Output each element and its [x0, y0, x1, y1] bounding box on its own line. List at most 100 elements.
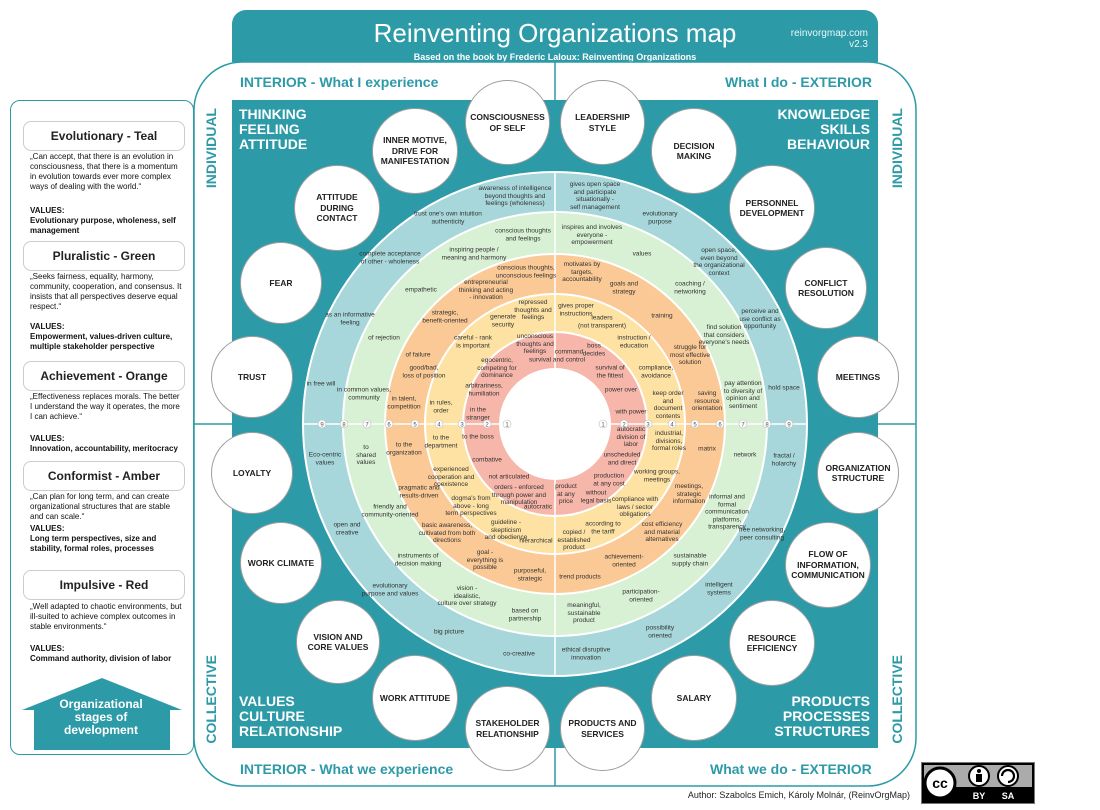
ring-text: repressed thoughts and feelings	[514, 298, 552, 321]
stage-red-values: VALUES:Command authority, division of la…	[30, 644, 172, 663]
stage-amber[interactable]: Conformist - Amber	[23, 461, 185, 491]
ring-text: inspires and involves everyone - empower…	[561, 223, 623, 246]
axis-dot	[457, 419, 467, 429]
ring-text: product at any price	[555, 482, 577, 505]
circle-work-attitude[interactable]: WORK ATTITUDE	[372, 655, 458, 741]
stage-green-values: VALUES:Empowerment, values-driven cultur…	[30, 322, 173, 351]
ring-text: fractal / holarchy	[771, 452, 797, 468]
ring-text: co-creative	[503, 650, 535, 658]
circle-vision-and-core-values[interactable]: VISION AND CORE VALUES	[296, 600, 380, 684]
ring-text: cost efficiency and material alternative…	[641, 520, 683, 543]
page-subtitle: Based on the book by Frederic Laloux: Re…	[413, 52, 697, 62]
header-top-left: INTERIOR - What I experience	[240, 74, 439, 90]
circle-stakeholder-relationship[interactable]: STAKEHOLDER RELATIONSHIP	[465, 686, 550, 771]
ring-text: basic awareness, cultivated from both di…	[418, 521, 476, 544]
axis-dot-label: 5	[693, 423, 697, 429]
ring-text: training	[651, 312, 673, 320]
site-link[interactable]: reinvorgmap.com	[790, 28, 868, 39]
ring-text: egocentric, competing for dominance	[477, 356, 517, 379]
circle-flow-of-information[interactable]: FLOW OF INFORMATION, COMMUNICATION	[785, 522, 871, 608]
circle-consciousness-of-self[interactable]: CONSCIOUSNESS OF SELF	[465, 80, 550, 165]
axis-dot-label: 8	[342, 423, 346, 429]
axis-dot-label: 2	[485, 423, 489, 429]
circle-personnel-development[interactable]: PERSONNEL DEVELOPMENT	[729, 165, 815, 251]
ring-text: in talent, competition	[387, 395, 421, 411]
stage-teal-values: VALUES:Evolutionary purpose, wholeness, …	[30, 206, 176, 235]
stage-orange-desc: „Effectiveness replaces morals. The bett…	[30, 392, 180, 421]
ring-text: industrial, divisions, formal roles	[652, 429, 686, 452]
ring-text: network	[733, 451, 757, 459]
circle-meetings[interactable]: MEETINGS	[817, 336, 899, 418]
stage-orange[interactable]: Achievement - Orange	[23, 361, 185, 391]
ring-text: autocratic division of labor	[616, 425, 646, 448]
ring-text: hold space	[768, 384, 800, 392]
circle-work-climate[interactable]: WORK CLIMATE	[240, 522, 322, 604]
axis-dot-label: 1	[505, 423, 509, 429]
stage-red[interactable]: Impulsive - Red	[23, 570, 185, 600]
ring-text: hierarchical	[519, 537, 553, 545]
ring-text: instruments of decision making	[394, 552, 442, 568]
axis-dot-label: 7	[741, 423, 745, 429]
circle-attitude-during-contact[interactable]: ATTITUDE DURING CONTACT	[294, 165, 380, 251]
ring-text: working groups, meetings	[634, 468, 680, 484]
ring-text: according to the tariff	[585, 520, 621, 536]
ring-text: complete acceptance of other - wholeness	[359, 250, 421, 266]
ring-text: copied / established product	[557, 528, 591, 551]
ring-text: gives open space and participate situati…	[569, 181, 621, 211]
stage-teal[interactable]: Evolutionary - Teal	[23, 121, 185, 151]
ring-text: entrepreneurial thinking and acting - in…	[458, 278, 514, 301]
circle-resource-efficiency[interactable]: RESOURCE EFFICIENCY	[729, 600, 815, 686]
circle-leadership-style[interactable]: LEADERSHIP STYLE	[560, 80, 645, 165]
ring-text: in common values, community	[336, 386, 392, 402]
circle-loyalty[interactable]: LOYALTY	[211, 432, 293, 514]
license-badge[interactable]: cc BY SA	[921, 762, 1035, 804]
axis-dot-label: 3	[646, 423, 650, 429]
ring-text: experienced cooperation and coexistence	[427, 465, 475, 488]
ring-text: perceive and use conflict as opportunity	[739, 307, 781, 330]
axis-dot	[317, 419, 327, 429]
ring-text: leaders (not transparent)	[577, 314, 627, 330]
legend-panel	[10, 100, 194, 755]
axis-dot	[667, 419, 677, 429]
ring-text: to shared values	[356, 443, 376, 466]
ring-text: values	[632, 250, 652, 258]
ring-text: orders - enforced through power and mani…	[491, 483, 547, 506]
ring-text: dogma's from above - long term perspecti…	[445, 494, 497, 517]
version-label: v2.3	[849, 39, 868, 50]
ring-text: saving resource orientation	[691, 389, 723, 412]
ring-text: guideline - skepticism and obedience	[484, 518, 528, 541]
stage-green[interactable]: Pluralistic - Green	[23, 241, 185, 271]
ring-text: ethical disruptive innovation	[561, 646, 611, 662]
ring-text: production at any cost	[593, 472, 625, 488]
site-url[interactable]: reinvorgmap.com v2.3	[791, 28, 868, 50]
circle-fear[interactable]: FEAR	[240, 242, 322, 324]
ring-text: sustainable supply chain	[671, 552, 709, 568]
ring-text: autocratic	[523, 503, 553, 511]
circle-conflict-resolution[interactable]: CONFLICT RESOLUTION	[785, 247, 867, 329]
ring-text: instruction / education	[617, 334, 651, 350]
circle-decision-making[interactable]: DECISION MAKING	[651, 108, 737, 194]
ring-text: arbitrariness, humiliation	[465, 382, 503, 398]
ring-text: with power	[615, 408, 647, 416]
ring-text: careful - rank is important	[454, 334, 492, 350]
ring-text: good/bad, loss of position	[402, 364, 446, 380]
ring-text: power over	[604, 386, 638, 394]
circle-organization-structure[interactable]: ORGANIZATION STRUCTURE	[817, 432, 899, 514]
circle-salary[interactable]: SALARY	[651, 655, 737, 741]
ring-text: trust one's own intuition authenticity	[414, 210, 482, 226]
axis-dot	[598, 419, 608, 429]
ring-text: conscious thoughts, unconscious feelings	[495, 264, 557, 280]
circle-trust[interactable]: TRUST	[211, 336, 293, 418]
circle-inner-motive[interactable]: INNER MOTIVE, DRIVE FOR MANIFESTATION	[372, 108, 458, 194]
axis-dot	[502, 419, 512, 429]
page-title: Reinventing Organizations map	[373, 18, 737, 48]
axis-dot-label: 6	[718, 423, 722, 429]
ring-text: pragmatic and results-driven	[398, 484, 440, 500]
ring-text: compliance with laws / sector obligation…	[611, 495, 659, 518]
axis-dot	[643, 419, 653, 429]
ring-text: awareness of intelligence beyond thought…	[478, 184, 552, 207]
circle-products-and-services[interactable]: PRODUCTS AND SERVICES	[560, 686, 645, 771]
ring-text: combative	[472, 456, 502, 464]
